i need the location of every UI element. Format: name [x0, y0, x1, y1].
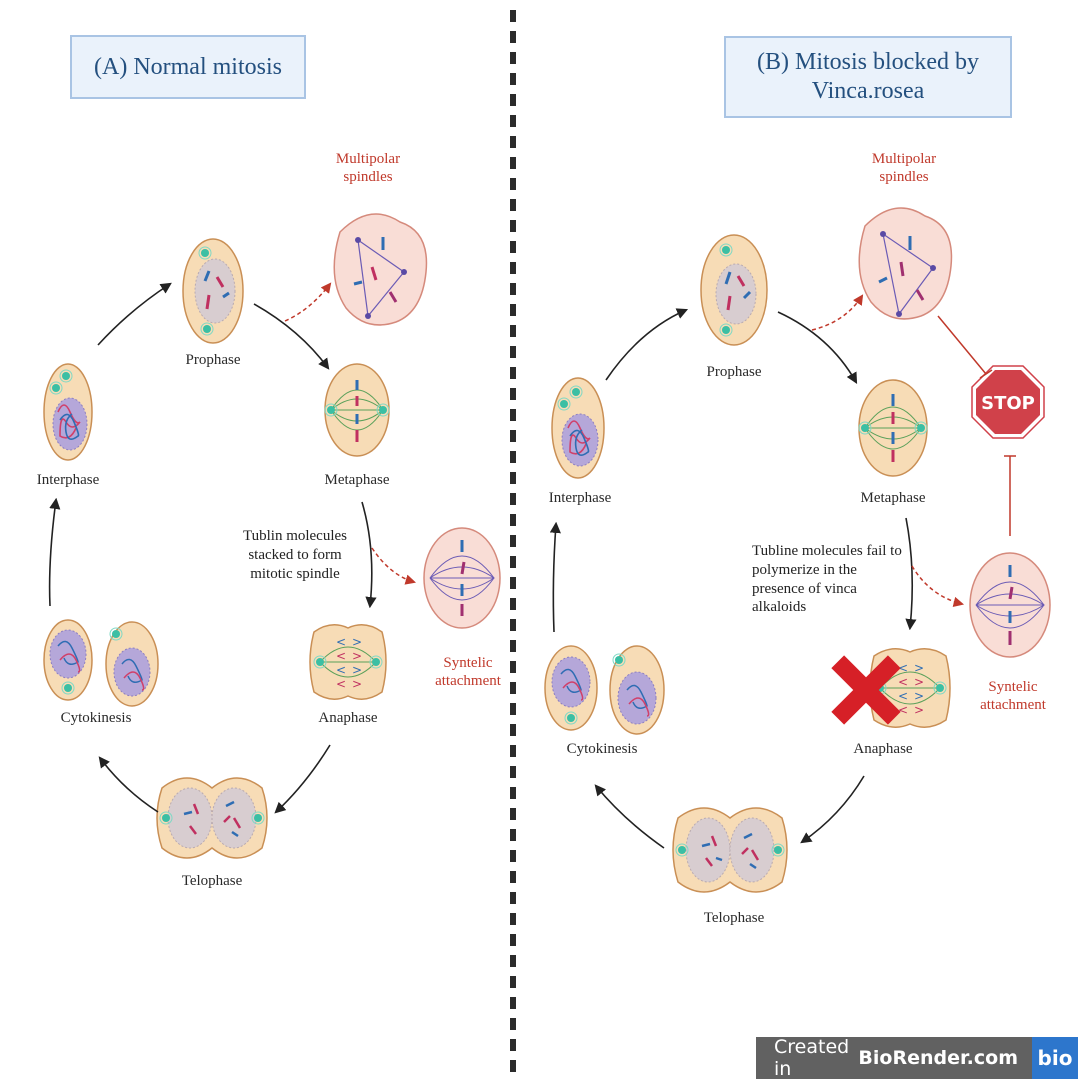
arrow-metaphase-to-anaphase [361, 501, 377, 609]
svg-text:>: > [914, 675, 924, 689]
label-interphase-b: Interphase [548, 490, 612, 506]
svg-text:<: < [336, 663, 346, 677]
svg-text:<: < [898, 703, 908, 717]
svg-text:>: > [914, 703, 924, 717]
inhibit-line-syntelic-to-stop [1004, 455, 1016, 536]
multipolar-spindle-cell-b [858, 207, 953, 320]
svg-text:<: < [898, 675, 908, 689]
svg-text:>: > [352, 663, 362, 677]
arrow-anaphase-to-telophase [274, 744, 331, 814]
label-cytokinesis-b: Cytokinesis [566, 741, 638, 757]
label-interphase-a: Interphase [36, 472, 100, 488]
arrow-prophase-to-multipolar [284, 282, 332, 322]
panel-divider [510, 10, 516, 1080]
svg-text:>: > [352, 635, 362, 649]
arrow-prophase-to-metaphase [253, 303, 330, 370]
panel-a: < > < > < > < > [43, 213, 501, 859]
svg-text:<: < [336, 677, 346, 691]
inhibit-line-multipolar-to-stop [937, 315, 993, 379]
label-prophase-a: Prophase [185, 352, 241, 368]
label-metaphase-a: Metaphase [324, 472, 390, 488]
prophase-cell [182, 238, 244, 344]
cytokinesis-cells [43, 619, 159, 707]
multipolar-spindle-cell [333, 213, 428, 326]
arrow-prophase-to-multipolar-b [811, 294, 864, 331]
svg-text:<: < [898, 689, 908, 703]
svg-text:<: < [336, 635, 346, 649]
svg-text:>: > [914, 661, 924, 675]
arrow-telophase-to-cytokinesis [98, 756, 159, 813]
note-b: Tubline molecules fail to polymerize in … [752, 543, 902, 616]
label-anaphase-b: Anaphase [853, 741, 913, 757]
label-anaphase-a: Anaphase [318, 710, 378, 726]
panel-b: < > < > < > < > [544, 207, 1051, 893]
svg-text:>: > [914, 689, 924, 703]
stop-sign-text: STOP [981, 393, 1035, 414]
panel-b-title: (B) Mitosis blocked by Vinca.rosea [724, 36, 1012, 118]
syntelic-attachment-cell-b [969, 552, 1051, 658]
badge-prefix: Created in [774, 1036, 850, 1080]
badge-brand: BioRender.com [858, 1047, 1018, 1069]
note-a: Tublin molecules stacked to form mitotic… [242, 528, 348, 582]
arrow-interphase-to-prophase-b [605, 308, 689, 381]
label-multipolar-b: Multipolar spindles [871, 151, 937, 185]
label-telophase-a: Telophase [181, 873, 243, 889]
arrow-cytokinesis-to-interphase-b [549, 521, 561, 633]
label-syntelic-b: Syntelic attachment [980, 679, 1046, 713]
arrow-telophase-to-cytokinesis-b [594, 784, 665, 849]
biorender-badge[interactable]: Created in BioRender.com bio [756, 1036, 1078, 1080]
syntelic-attachment-cell [423, 527, 501, 629]
arrow-cytokinesis-to-interphase [48, 497, 61, 607]
svg-text:<: < [898, 661, 908, 675]
svg-text:>: > [352, 649, 362, 663]
metaphase-cell-b [858, 379, 928, 477]
panel-a-title: (A) Normal mitosis [70, 35, 306, 99]
blocked-x-icon [831, 655, 901, 725]
metaphase-cell [324, 363, 390, 457]
label-cytokinesis-a: Cytokinesis [60, 710, 132, 726]
arrow-anaphase-to-telophase-b [800, 775, 865, 844]
arrow-metaphase-to-syntelic [371, 547, 417, 585]
arrow-metaphase-to-anaphase-b [905, 517, 917, 631]
biorender-logo-icon: bio [1032, 1037, 1078, 1079]
label-prophase-b: Prophase [706, 364, 762, 380]
stop-sign-icon: STOP [971, 365, 1045, 439]
arrow-prophase-to-metaphase-b [777, 311, 858, 384]
label-telophase-b: Telophase [703, 910, 765, 926]
prophase-cell-b [700, 234, 768, 346]
telophase-cell [156, 777, 268, 859]
arrow-metaphase-to-syntelic-b [911, 565, 965, 608]
svg-text:<: < [336, 649, 346, 663]
cytokinesis-cells-b [544, 645, 665, 735]
label-syntelic-a: Syntelic attachment [435, 655, 501, 689]
telophase-cell-b [672, 807, 788, 893]
svg-text:>: > [352, 677, 362, 691]
interphase-cell-b [551, 377, 605, 479]
anaphase-cell: < > < > < > < > [309, 624, 387, 700]
arrow-interphase-to-prophase [97, 282, 172, 346]
interphase-cell [43, 363, 93, 461]
label-metaphase-b: Metaphase [860, 490, 926, 506]
badge-text: Created in BioRender.com [756, 1036, 1032, 1080]
label-multipolar-a: Multipolar spindles [335, 151, 401, 185]
